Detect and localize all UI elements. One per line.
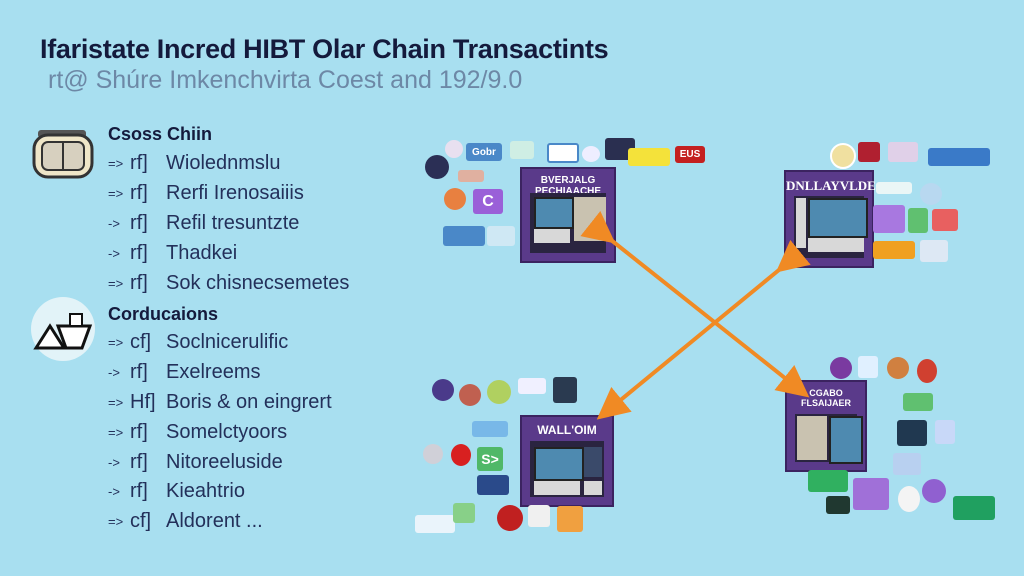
logo-icon: [582, 146, 600, 162]
arrow-topleft-bottomright: [580, 211, 810, 398]
arrow-topright-bottomleft: [596, 239, 811, 420]
logo-icon: [518, 378, 546, 394]
logo-icon: [458, 170, 484, 182]
logo-icon: [908, 208, 928, 233]
logo-icon: [547, 143, 579, 163]
logo-icon: [876, 182, 912, 194]
section-list: =>rf]Wiolednmslu =>rf]Rerfi Irenosaiiis …: [108, 149, 349, 298]
logo-icon: [415, 515, 455, 533]
logo-icon: [445, 140, 463, 158]
logo-icon: [472, 421, 508, 437]
logo-icon: [903, 393, 933, 411]
logo-icon: [510, 141, 534, 159]
logo-icon: [887, 357, 909, 379]
section-list: =>cf]Soclnicerulific ->rf]Exelreems =>Hf…: [108, 328, 332, 537]
logo-icon: [830, 143, 856, 169]
logo-icon: [451, 444, 471, 466]
list-item: ->rf]Refil tresuntzte: [108, 211, 300, 234]
logo-icon: [853, 478, 889, 510]
logo-icon: [459, 384, 481, 406]
logo-icon: [487, 380, 511, 404]
list-item: =>rf]Wiolednmslu: [108, 152, 281, 175]
logo-icon: [808, 470, 848, 492]
logo-icon: [858, 142, 880, 162]
logo-icon: [893, 453, 921, 475]
logo-icon: [432, 379, 454, 401]
logo-icon: [425, 155, 449, 179]
logo-icon: [605, 138, 635, 160]
logo-icon: [920, 240, 948, 262]
logo-icon: [528, 505, 550, 527]
logo-c: C: [473, 189, 503, 214]
logo-icon: [557, 506, 583, 532]
page-subtitle: rt@ Shúre Imkenchvirta Coest and 192/9.0: [48, 66, 523, 94]
logo-icon: [888, 142, 918, 162]
list-item: ->rf]Kieahtrio: [108, 480, 245, 503]
logo-icon: [873, 205, 905, 233]
section-heading: Csoss Chiin: [108, 124, 213, 144]
list-item: =>cf]Aldorent ...: [108, 510, 263, 533]
list-item: =>Hf]Boris & on eingrert: [108, 390, 332, 413]
logo-icon: [898, 486, 920, 512]
page-title: Ifaristate Incred HIBT Olar Chain Transa…: [40, 34, 609, 64]
logo-icon: [453, 503, 475, 523]
logo-icon: [935, 420, 955, 444]
list-item: ->rf]Thadkei: [108, 241, 238, 264]
section-heading: Corducaions: [108, 304, 219, 324]
logo-icon: [444, 188, 466, 210]
logo-icon: [897, 420, 927, 446]
wallet-icon: [32, 128, 94, 179]
logo-icon: [917, 359, 937, 383]
list-item: =>rf]Sok chisnecsemetes: [108, 271, 350, 294]
logo-icon: [920, 183, 942, 205]
logo-s: S>: [477, 447, 503, 471]
logo-icon: [497, 505, 523, 531]
list-item: ->rf]Nitoreeluside: [108, 450, 283, 473]
list-item: =>rf]Somelctyoors: [108, 420, 288, 443]
logo-icon: [477, 475, 509, 495]
logo-icon: [873, 241, 915, 259]
logo-icon: [858, 356, 878, 378]
storefront-bottom-left: WALL'OIM: [520, 415, 614, 507]
logo-icon: [830, 357, 852, 379]
logo-icon: [953, 496, 995, 520]
list-item: ->rf]Exelreems: [108, 361, 261, 384]
logo-icon: [928, 148, 990, 166]
logo-red: EUS: [675, 146, 705, 163]
logo-icon: [423, 444, 443, 464]
logo-icon: [932, 209, 958, 231]
logo-icon: [826, 496, 850, 514]
logo-gobr: Gobr: [466, 143, 502, 161]
logo-icon: [553, 377, 577, 403]
logo-icon: [443, 226, 485, 246]
logo-icon: [628, 148, 670, 166]
list-item: =>rf]Rerfi Irenosaiiis: [108, 182, 304, 205]
logo-icon: [487, 226, 515, 246]
logo-icon: [922, 479, 946, 503]
house-shop-icon: [30, 296, 96, 362]
list-item: =>cf]Soclnicerulific: [108, 331, 289, 354]
